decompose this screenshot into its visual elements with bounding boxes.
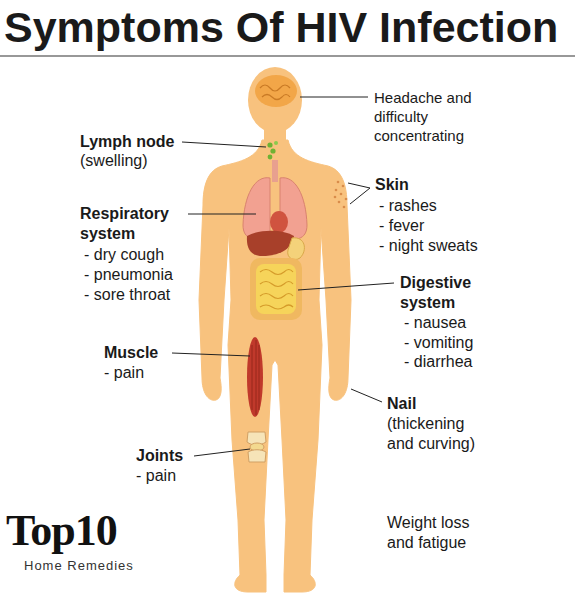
leader-line xyxy=(300,97,368,98)
body-half xyxy=(275,140,351,592)
symptom-item: - pneumonia xyxy=(84,265,173,285)
symptom-label: Weight loss and fatigue xyxy=(387,513,487,553)
node-dot xyxy=(268,155,273,160)
digestive-organs xyxy=(247,231,305,320)
node-dot xyxy=(267,142,272,147)
leader-line xyxy=(350,188,370,204)
node-dot xyxy=(270,148,275,153)
neck xyxy=(264,125,286,150)
leader-line xyxy=(194,449,250,456)
organ-label: Skin xyxy=(375,175,409,195)
logo-wordmark: Top10 xyxy=(6,506,117,556)
organ-label: Lymph node xyxy=(80,132,175,152)
node-dot xyxy=(274,141,278,145)
symptom-item: - vomiting xyxy=(404,333,473,353)
symptom-item: - night sweats xyxy=(379,236,478,256)
organ-label: Respiratory system xyxy=(80,204,190,244)
trachea xyxy=(272,160,278,182)
symptom-item: - dry cough xyxy=(84,245,164,265)
head xyxy=(248,67,302,133)
organ-label: Digestive system xyxy=(400,273,500,313)
symptom-item: - fever xyxy=(379,216,424,236)
symptom-item: - pain xyxy=(104,363,144,383)
symptom-item: - nausea xyxy=(404,313,466,333)
leader-lines xyxy=(172,97,394,456)
brain xyxy=(255,75,297,107)
symptom-item: - diarrhea xyxy=(404,352,472,372)
leader-line xyxy=(348,183,370,188)
organ-label: Joints xyxy=(136,446,183,466)
lungs xyxy=(243,160,307,239)
small-intestine xyxy=(256,264,296,314)
brain-shape xyxy=(255,75,297,107)
knee-joint xyxy=(247,432,266,462)
leader-line xyxy=(182,142,266,147)
leader-line xyxy=(172,353,250,356)
logo-tagline: Home Remedies xyxy=(24,558,134,574)
organ-label: Muscle xyxy=(104,343,158,363)
thigh-muscle xyxy=(247,337,263,417)
lymph-node xyxy=(267,141,278,159)
lung xyxy=(243,178,270,239)
leader-line xyxy=(188,214,256,215)
muscle-fibres xyxy=(252,340,259,415)
stomach xyxy=(288,238,305,260)
tibia-end xyxy=(248,450,266,462)
leader-line xyxy=(351,389,382,402)
symptom-item: - rashes xyxy=(379,196,437,216)
heart xyxy=(270,211,288,233)
intestine-loops xyxy=(260,270,293,310)
large-intestine xyxy=(250,258,302,320)
title-rule xyxy=(0,55,575,56)
skin-dots xyxy=(334,181,348,209)
muscle-shape xyxy=(247,337,263,417)
leader-line xyxy=(298,283,394,290)
organ-label: Nail xyxy=(387,394,416,414)
liver xyxy=(247,231,294,256)
symptom-item: - sore throat xyxy=(84,285,170,305)
symptom-label: (swelling) xyxy=(80,151,148,171)
brain-folds xyxy=(260,85,290,100)
symptom-label: (thickening and curving) xyxy=(387,414,487,454)
body-half xyxy=(199,140,275,592)
body-silhouette xyxy=(199,67,351,592)
symptom-label: Headache and difficulty concentrating xyxy=(374,88,486,145)
diagram-title: Symptoms Of HIV Infection xyxy=(4,2,558,52)
symptom-item: - pain xyxy=(136,466,176,486)
